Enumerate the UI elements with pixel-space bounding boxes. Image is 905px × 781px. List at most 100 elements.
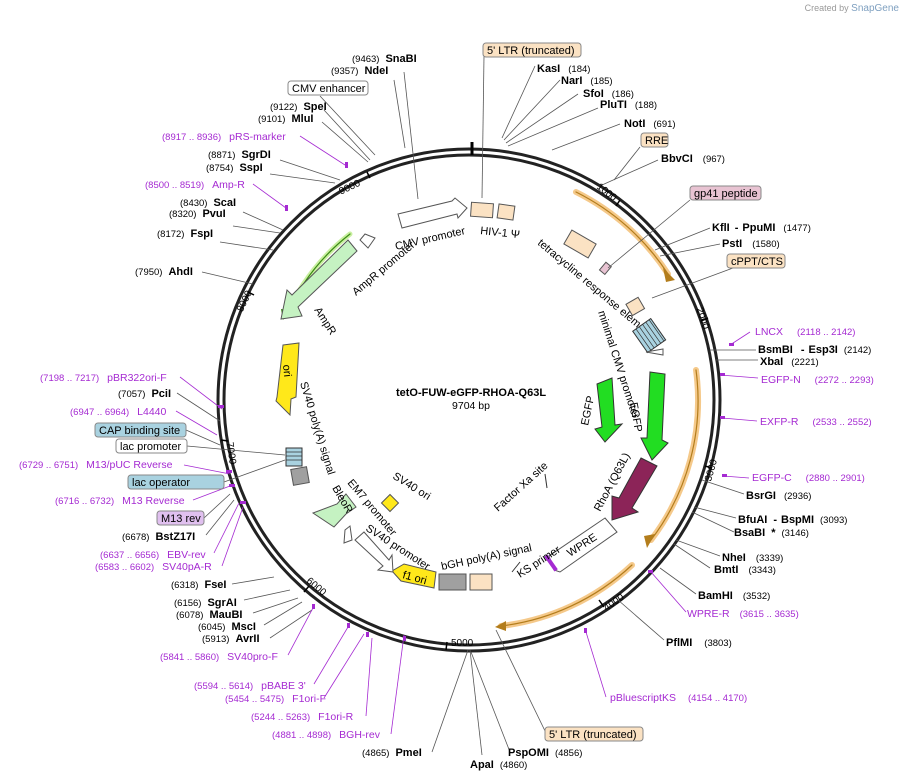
enzyme-pos: (4860) [500, 760, 527, 771]
primer-label: (6716 .. 6732)M13 Reverse [55, 495, 185, 507]
enzyme-name: ApaI [470, 759, 494, 771]
enzyme-leader [617, 599, 665, 641]
enzyme-leader [393, 79, 406, 149]
egfp-label: EGFP [579, 395, 597, 427]
tet-operator-box [632, 317, 667, 354]
enzyme-label: (6078)MauBI [176, 609, 242, 621]
snapgene-brand: SnapGene [851, 3, 899, 14]
enzyme-label: ApaI (4860) [470, 759, 527, 771]
enzyme-sep: - [735, 222, 739, 234]
egfp-feature [640, 371, 669, 461]
enzyme-leader [219, 241, 274, 251]
enzyme-pos: (8754) [206, 163, 233, 174]
primer-name: F1ori-R [318, 711, 353, 723]
min-cmv-arrow [645, 348, 664, 356]
enzyme-label: (5913)AvrII [202, 633, 260, 645]
primer-pos: (2118 .. 2142) [797, 327, 855, 338]
tet-operator-array [632, 317, 667, 354]
enzyme-leader [691, 511, 735, 533]
enzyme-pos: (5913) [202, 634, 229, 645]
ampr-promoter-feature [359, 233, 376, 249]
primer-leader [365, 637, 373, 717]
primer-leader [323, 633, 365, 699]
tick-mark [704, 465, 713, 469]
primer-leader [252, 183, 287, 209]
primer-marker [720, 373, 725, 376]
enzyme-name: NheI [722, 552, 746, 564]
em7-promoter-feature [343, 525, 353, 544]
enzyme-label: (9122)SpeI [270, 101, 327, 113]
primer-marker [226, 470, 232, 473]
primer-marker [312, 604, 315, 609]
enzyme-pos: (6678) [122, 532, 149, 543]
m13-rev-box [156, 510, 205, 526]
enzyme-leader [507, 107, 599, 147]
ampr-label: AmpR [311, 305, 338, 337]
enzyme-leader [601, 159, 659, 186]
enzyme-label: PluTI(188) [600, 99, 657, 111]
tet-operator-hatch [635, 319, 665, 351]
enzyme-pos: (9122) [270, 102, 297, 113]
box-leader [607, 199, 691, 269]
enzyme-label: (8754)SspI [206, 162, 263, 174]
grey-box [290, 466, 310, 486]
cap-binding-site-label: CAP binding site [99, 425, 180, 437]
enzyme-name: BsrGI [746, 490, 776, 502]
primer-name: pBABE 3' [261, 680, 306, 692]
enzyme-name: NdeI [364, 65, 388, 77]
enzyme-leader [431, 649, 469, 753]
enzyme-name: FspI [190, 228, 213, 240]
enzyme-name: AhdI [168, 266, 192, 278]
enzyme-name: BbvCI [661, 153, 693, 165]
enzyme-name: NotI [624, 118, 645, 130]
enzyme-pos: (188) [635, 100, 657, 111]
primer-name: SV40pro-F [227, 651, 278, 663]
factor-xa-label: Factor Xa site [492, 460, 550, 514]
enzyme-label: (9357)NdeI [331, 65, 388, 77]
primer-pos: (4881 .. 4898) [272, 730, 331, 741]
primer-leader [719, 374, 759, 379]
rhoa-feature [611, 457, 658, 521]
primer-leader [175, 410, 218, 436]
orf-arc-arrowhead [644, 534, 655, 548]
enzyme-leader [269, 609, 313, 639]
tick-mark [366, 171, 371, 179]
hiv1-psi-box [496, 203, 516, 221]
tick-7000: 7000 [224, 442, 238, 466]
enzyme-label: (6678)BstZ17I [122, 531, 195, 543]
primer-leader [213, 502, 240, 554]
enzyme-name: XbaI [760, 356, 783, 368]
enzyme-label: PspOMI(4856) [508, 747, 582, 759]
primer-leader [650, 571, 687, 613]
enzyme-leader [469, 649, 483, 756]
enzyme-leader [659, 567, 697, 595]
enzyme-leader [693, 506, 737, 519]
enzyme-pos: (3146) [781, 528, 808, 539]
tick-4000: 4000 [602, 592, 627, 614]
grey-box [438, 573, 467, 591]
cmv-enhancer-box [287, 80, 369, 96]
enzyme-label: NarI(185) [561, 75, 613, 87]
ori-label: ori [280, 364, 293, 377]
primer-leader [721, 417, 758, 422]
enzyme-name: SnaBI [385, 53, 416, 65]
enzyme-leader [232, 225, 281, 234]
primer-name: BGH-rev [339, 729, 381, 741]
box-leader [495, 629, 547, 734]
enzyme-name: MluI [291, 113, 313, 125]
enzyme-leader [201, 271, 254, 285]
primer-label: (8917 .. 8936)pRS-marker [162, 131, 286, 143]
plasmid-length: 9704 bp [452, 400, 490, 412]
enzyme-leader [321, 121, 369, 163]
cppt-cts-label: cPPT/CTS [731, 256, 783, 268]
primer-marker [722, 474, 727, 477]
lac-promoter-label: lac promoter [120, 441, 181, 453]
enzyme-leader [263, 601, 303, 626]
enzyme-leader [701, 479, 745, 495]
primer-pos: (3615 .. 3635) [740, 609, 799, 620]
enzyme-label: NotI(691) [624, 118, 676, 130]
primer-pos: (8500 .. 8519) [145, 180, 204, 191]
enzyme-leader [675, 539, 721, 557]
primer-leader [390, 634, 405, 735]
